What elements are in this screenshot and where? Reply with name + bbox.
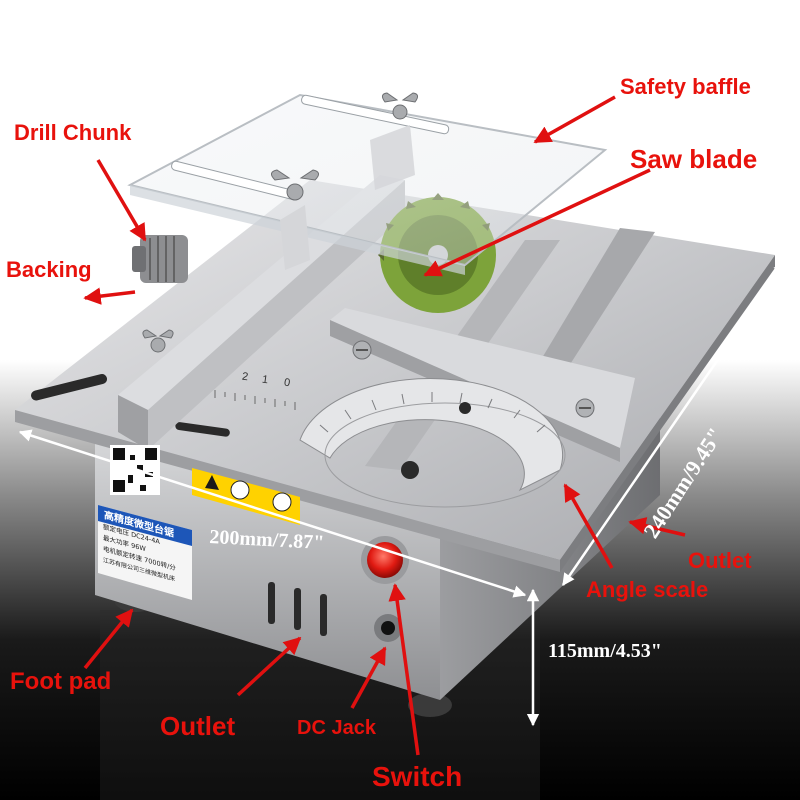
label-outlet-bottom: Outlet <box>160 711 236 741</box>
label-saw-blade: Saw blade <box>630 144 758 174</box>
label-dc-jack: DC Jack <box>297 717 376 739</box>
dimension-height: 115mm/4.53" <box>548 640 662 662</box>
label-outlet-right: Outlet <box>688 548 752 573</box>
label-switch: Switch <box>372 761 463 792</box>
label-foot-pad: Foot pad <box>10 668 112 695</box>
label-backing: Backing <box>6 257 92 282</box>
label-angle-scale: Angle scale <box>586 577 709 602</box>
label-safety-baffle: Safety baffle <box>620 74 751 99</box>
label-drill-chunk: Drill Chunk <box>14 120 132 145</box>
